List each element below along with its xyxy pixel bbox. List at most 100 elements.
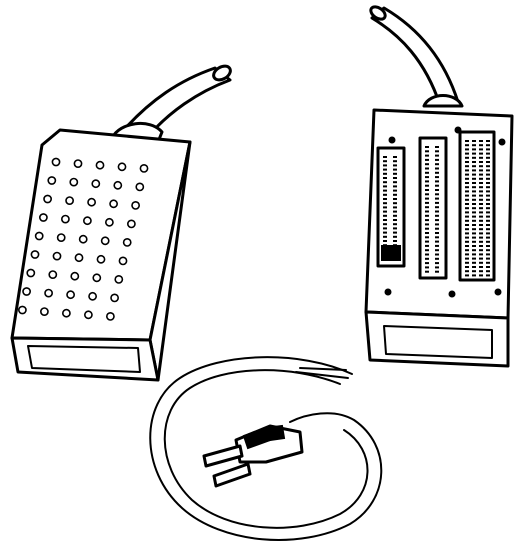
socket-pin	[465, 245, 469, 247]
socket-pin	[479, 194, 483, 197]
socket-pin	[393, 210, 397, 213]
socket-pin	[479, 186, 483, 189]
socket-pin	[479, 152, 483, 155]
socket-pin	[486, 194, 490, 197]
socket-pin	[486, 232, 490, 235]
socket-pin	[425, 219, 429, 222]
socket-pin	[425, 257, 429, 260]
socket-pin	[465, 211, 469, 214]
socket-pin	[472, 249, 476, 252]
socket-pin	[435, 201, 439, 204]
socket-pin	[472, 224, 476, 226]
socket-pin	[472, 240, 476, 243]
socket-pin	[393, 219, 397, 221]
left-connector-box	[10, 64, 232, 382]
socket-pin	[393, 231, 397, 234]
socket-pin	[383, 227, 387, 230]
socket-pin	[425, 214, 429, 217]
socket-pin	[383, 160, 387, 163]
socket-pin	[486, 228, 490, 231]
socket-pin	[393, 214, 397, 217]
socket-pin	[425, 189, 429, 191]
socket-pin	[465, 177, 469, 180]
socket-pin	[472, 156, 476, 159]
socket-pin	[383, 223, 387, 226]
socket-pin	[486, 203, 490, 205]
socket-pin	[479, 232, 483, 235]
socket-pin	[383, 185, 387, 188]
socket-pin	[425, 193, 429, 196]
socket-pin	[465, 228, 469, 231]
hole	[52, 251, 62, 261]
socket-pin	[479, 253, 483, 256]
cable-loop-outer	[149, 356, 383, 541]
socket-pin	[383, 244, 387, 247]
hole	[88, 291, 97, 301]
right-box-cable	[369, 5, 464, 108]
socket-pin	[393, 160, 397, 163]
socket-pin	[486, 224, 490, 226]
socket-pin	[383, 193, 387, 196]
socket-pin	[486, 207, 490, 210]
socket-pin	[435, 158, 439, 161]
socket-pin	[479, 156, 483, 159]
socket-pin	[486, 152, 490, 155]
socket-pin	[425, 171, 429, 174]
socket-pin	[479, 161, 483, 163]
socket-pin	[472, 245, 476, 247]
socket-pin	[486, 169, 490, 172]
socket-pin	[393, 164, 397, 167]
socket-pin	[465, 198, 469, 201]
socket-pin	[383, 198, 387, 200]
socket-pin	[435, 266, 439, 269]
cable-loop-inner	[163, 369, 369, 529]
hole	[96, 254, 106, 264]
socket-pin	[393, 198, 397, 200]
hole	[83, 216, 92, 226]
socket-pin	[425, 206, 429, 209]
socket-pin	[465, 156, 469, 159]
socket-pin	[425, 236, 429, 239]
socket-pin	[393, 235, 397, 238]
socket-pin	[435, 236, 439, 239]
hole	[87, 197, 96, 207]
socket-pin	[465, 161, 469, 163]
socket-pin	[425, 232, 429, 234]
socket-pin	[425, 167, 429, 170]
socket-pin	[465, 207, 469, 210]
socket-pin	[383, 231, 387, 234]
socket-pin	[486, 261, 490, 264]
socket-pin	[479, 207, 483, 210]
hole	[117, 162, 127, 172]
socket-pin	[486, 140, 490, 142]
socket-pin	[479, 211, 483, 214]
socket-pin	[383, 164, 387, 167]
socket-pin	[465, 182, 469, 184]
hole	[65, 196, 74, 205]
socket-pin	[383, 202, 387, 205]
hole	[113, 180, 123, 190]
socket-pin	[472, 152, 476, 155]
socket-pin	[435, 184, 439, 187]
hole	[34, 231, 44, 241]
socket-pin	[486, 240, 490, 243]
hole	[126, 219, 136, 229]
socket-pin	[479, 203, 483, 205]
socket-pin	[465, 232, 469, 235]
socket-pin	[435, 176, 439, 179]
socket-pin	[465, 215, 469, 218]
socket-pin	[472, 198, 476, 201]
socket-pin	[486, 274, 490, 277]
socket-pin	[465, 253, 469, 256]
socket-pin	[425, 197, 429, 200]
cable-with-plug	[149, 356, 383, 541]
socket-pin	[465, 148, 469, 151]
hole	[114, 274, 124, 284]
socket-pin	[465, 194, 469, 197]
hole	[30, 250, 40, 259]
socket-pin	[472, 186, 476, 189]
socket-pin	[435, 210, 439, 213]
socket-pin	[435, 163, 439, 166]
socket-pin	[465, 219, 469, 222]
socket-pin	[465, 169, 469, 172]
